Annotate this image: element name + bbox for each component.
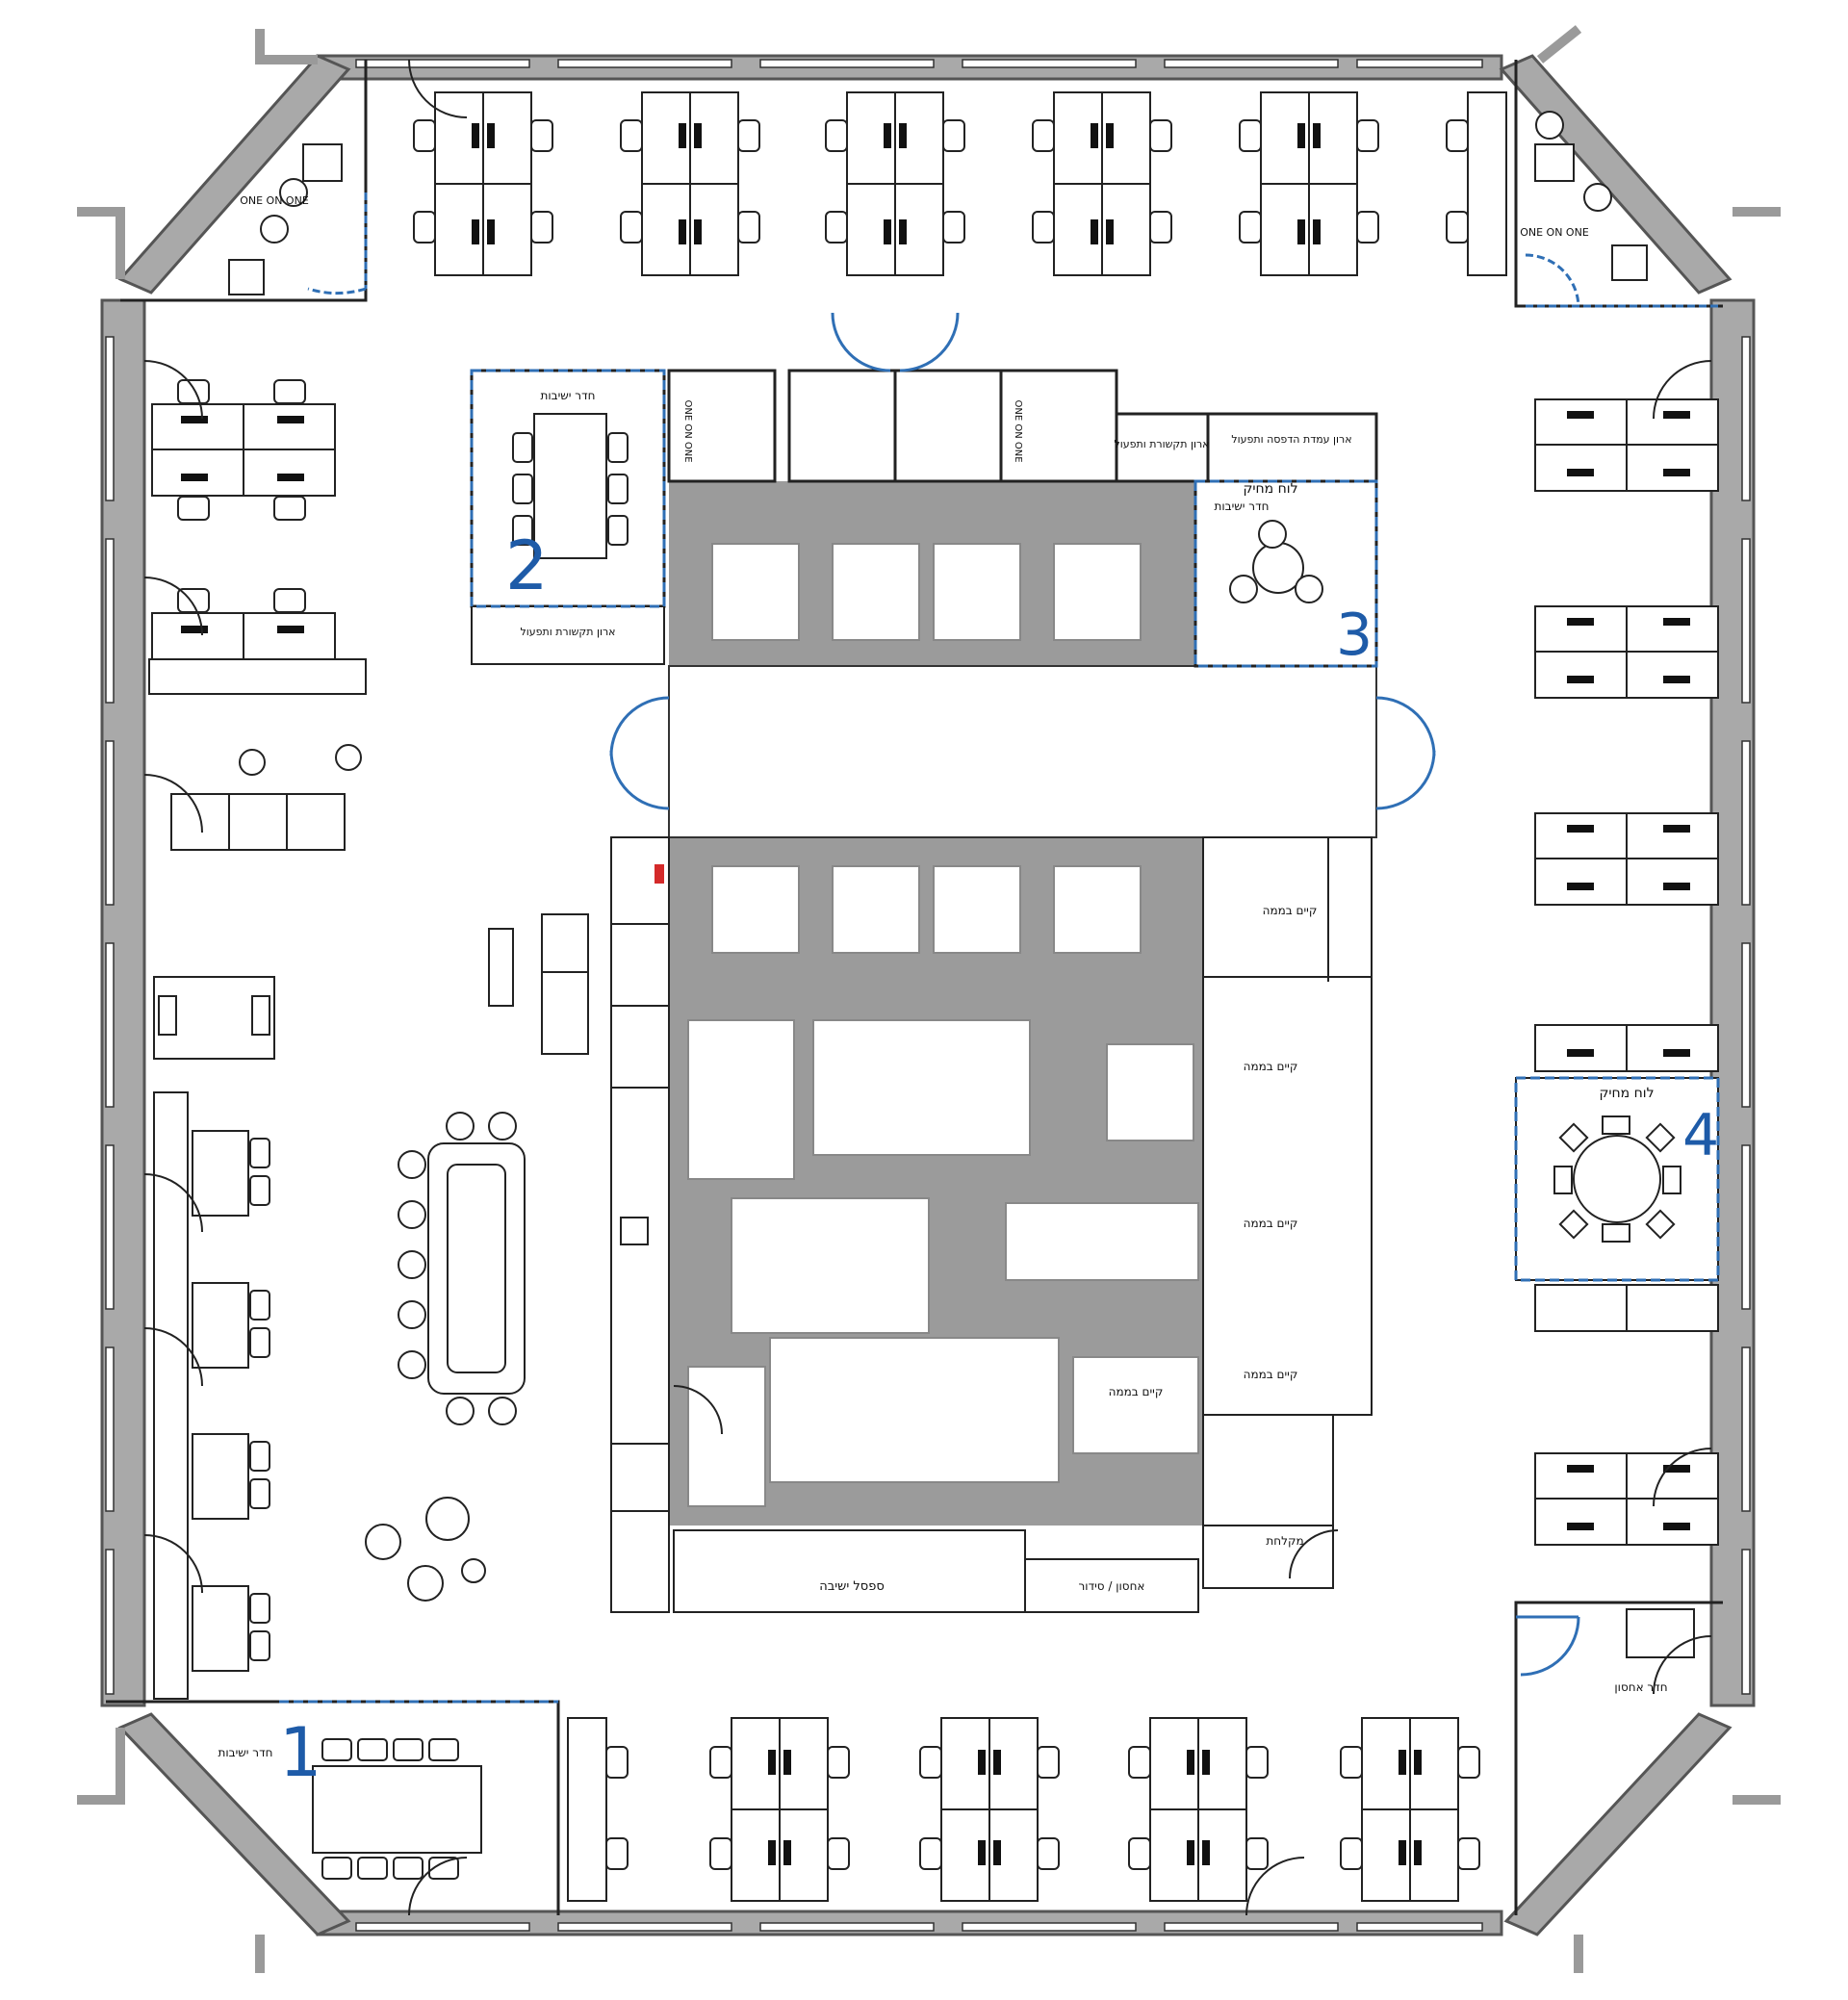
corner-columns [77, 25, 1781, 1973]
label-storage-room: חדר אחסון [1614, 1680, 1667, 1694]
label-meeting-room-3: חדר ישיבות [1215, 500, 1270, 513]
label-shower: מקלחת [1266, 1534, 1303, 1548]
label-one-on-one-v1: ONE ON ONE [682, 399, 693, 462]
one-on-one-room-top-left [120, 60, 368, 302]
label-seating-bench: ספסל ישיבה [819, 1579, 885, 1594]
label-remote-board-4: לוח מחיק [1599, 1086, 1654, 1101]
storage-room-br [1514, 1601, 1723, 1915]
right-desk-clusters [1534, 398, 1719, 1546]
door-one-on-one-tr[interactable] [1525, 253, 1718, 308]
label-one-on-one-tl: ONE ON ONE [240, 194, 309, 207]
label-meeting-room-tl: חדר ישיבות [541, 389, 596, 402]
label-kim-5: קיים בממה [1109, 1385, 1164, 1398]
label-printer-cabinet: ארון עמדת הדפסה ותפעול [1231, 433, 1351, 446]
door-storage-room[interactable] [1516, 1615, 1580, 1677]
label-one-on-one-v2: ONE ON ONE [1013, 399, 1023, 462]
meeting-room-1 [312, 1738, 482, 1880]
meeting-room-2 [470, 369, 666, 665]
meeting-room-3 [1229, 520, 1323, 603]
top-chairs [413, 119, 1469, 244]
handwritten-number-2: 2 [505, 526, 549, 605]
meeting-room-4-glass [1514, 1076, 1720, 1282]
central-lobby [668, 665, 1377, 838]
handwritten-number-3: 3 [1336, 602, 1373, 669]
central-core [669, 481, 1203, 1526]
top-desk-clusters [434, 91, 1507, 276]
left-bench-tables [153, 1091, 270, 1700]
kitchen-counter [488, 836, 670, 1613]
label-meeting-room-1: חדר ישיבות [218, 1746, 273, 1759]
handwritten-number-1: 1 [279, 1713, 322, 1792]
bottom-monitors [768, 1750, 1422, 1865]
label-storage-cabinet-tl: ארון תקשורת ותפעול [520, 626, 615, 638]
cafe-round-tables [365, 1497, 486, 1602]
left-desk-clusters [148, 403, 367, 695]
lobby-door-left[interactable] [609, 696, 670, 810]
right-monitors [1567, 411, 1690, 1530]
left-lounge-sofa [170, 744, 362, 851]
meeting-room-4 [1515, 1077, 1719, 1281]
label-kim-1: קיים בממה [1263, 904, 1318, 917]
label-storage-cleaning: אחסון / סידור [1079, 1579, 1145, 1593]
left-monitors [181, 416, 304, 633]
meeting-room-3-glass [1194, 479, 1378, 668]
wall-doors [143, 59, 1712, 1916]
label-kim-2: קיים בממה [1244, 1060, 1298, 1073]
meeting-room-2-glass [470, 369, 666, 608]
bottom-chairs [605, 1746, 1480, 1870]
handwritten-number-4: 4 [1682, 1102, 1719, 1169]
lobby-door-right[interactable] [1375, 696, 1436, 810]
label-remote-board-3: לוח מחיק [1243, 481, 1297, 497]
label-kim-3: קיים בממה [1244, 1217, 1298, 1230]
core-bottom-storage [673, 1529, 1199, 1613]
door-one-on-one-tl[interactable] [307, 192, 368, 295]
booth-sofa [398, 1112, 526, 1425]
top-monitors [472, 123, 1321, 244]
label-storage-cabinet-top: ארון תקשורת ותפעול [1114, 438, 1209, 450]
windows [105, 59, 1751, 1932]
double-door-top-center[interactable] [831, 312, 960, 372]
left-standing-table [153, 976, 275, 1060]
label-one-on-one-tr: ONE ON ONE [1520, 226, 1589, 239]
core-right-rooms [1202, 836, 1373, 1589]
bottom-desk-clusters [567, 1717, 1459, 1902]
label-kim-4: קיים בממה [1244, 1368, 1298, 1381]
